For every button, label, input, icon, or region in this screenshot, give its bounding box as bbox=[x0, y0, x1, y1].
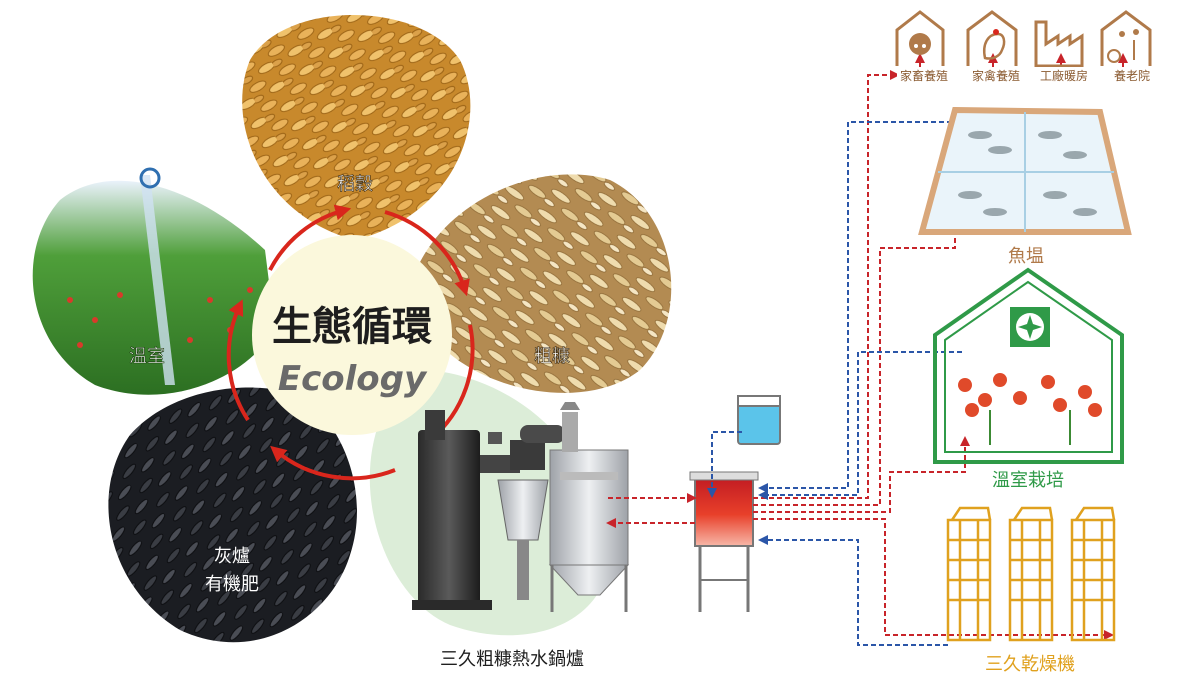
greenhouse-petal bbox=[32, 167, 275, 395]
fish-pond-icon bbox=[918, 106, 1132, 235]
rice-husk-petal bbox=[420, 174, 672, 393]
rice-husk-label: 粗糠 bbox=[534, 345, 570, 367]
top-label-factory: 工廠暖房 bbox=[1040, 68, 1088, 83]
fish-pond-label: 魚塭 bbox=[1008, 246, 1044, 267]
greenhouse-cultivation-icon bbox=[933, 267, 1124, 464]
ash-label-line1: 灰爐 bbox=[214, 546, 250, 567]
top-label-elderly-home: 養老院 bbox=[1114, 68, 1150, 83]
rice-husk-boiler-machine bbox=[412, 402, 630, 612]
top-row-labels bbox=[897, 67, 1149, 83]
dryer-machines-icon bbox=[946, 506, 1116, 642]
poultry-house-icon bbox=[966, 10, 1018, 66]
elderly-home-icon bbox=[1100, 10, 1152, 66]
center-title: 生態循環 bbox=[272, 304, 432, 350]
livestock-house-icon bbox=[895, 10, 945, 66]
ecology-center-circle bbox=[252, 235, 452, 435]
rice-grain-label: 稻穀 bbox=[337, 174, 373, 195]
rice-grain-petal bbox=[242, 15, 471, 240]
greenhouse-cultivation-label: 溫室栽培 bbox=[992, 470, 1064, 491]
center-subtitle: Ecology bbox=[278, 359, 428, 399]
boiler-label: 三久粗糠熱水鍋爐 bbox=[440, 648, 584, 670]
top-label-poultry: 家禽養殖 bbox=[972, 68, 1020, 83]
ash-fertilizer-petal bbox=[108, 387, 357, 643]
factory-icon bbox=[1034, 20, 1084, 68]
ash-label-line2: 有機肥 bbox=[205, 574, 259, 595]
dryer-label: 三久乾燥機 bbox=[985, 654, 1075, 675]
hot-water-tank bbox=[689, 395, 781, 612]
greenhouse-label: 溫室 bbox=[129, 346, 165, 367]
top-label-livestock: 家畜養殖 bbox=[900, 68, 948, 83]
